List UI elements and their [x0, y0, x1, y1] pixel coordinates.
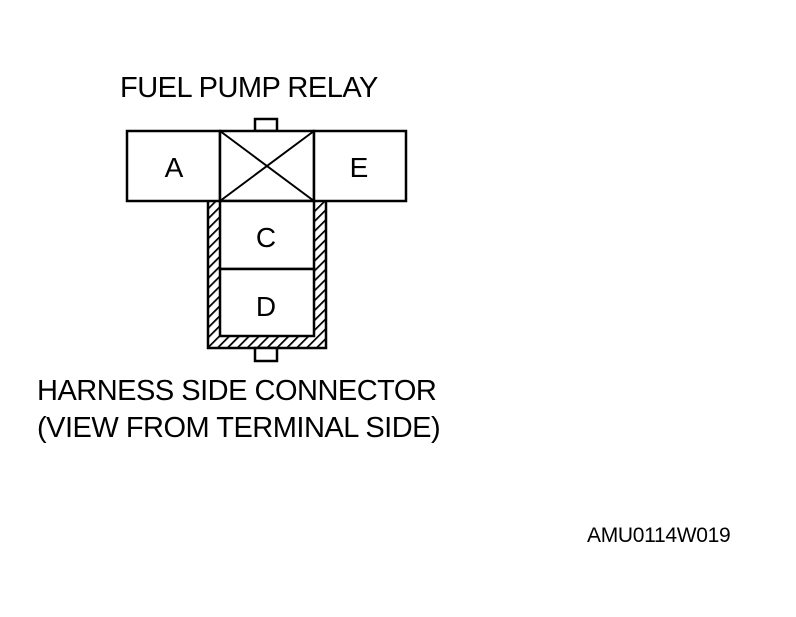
terminal-label-e: E — [350, 152, 369, 183]
terminal-label-a: A — [165, 152, 184, 183]
relay-title: FUEL PUMP RELAY — [120, 72, 378, 104]
top-latch-tab — [253, 117, 279, 133]
terminal-cell-d — [218, 267, 316, 338]
terminal-label-c: C — [256, 222, 276, 253]
caption-line-1: HARNESS SIDE CONNECTOR — [37, 375, 437, 407]
terminal-cell-c — [218, 199, 316, 271]
terminal-cell-e — [312, 129, 408, 203]
figure-id: AMU0114W019 — [587, 524, 731, 547]
terminal-cell-a — [125, 129, 222, 203]
bottom-latch-tab — [253, 346, 279, 363]
terminal-label-d: D — [256, 291, 276, 322]
empty-cavity-cross-2 — [219, 130, 315, 202]
caption-line-2: (VIEW FROM TERMINAL SIDE) — [37, 412, 441, 444]
